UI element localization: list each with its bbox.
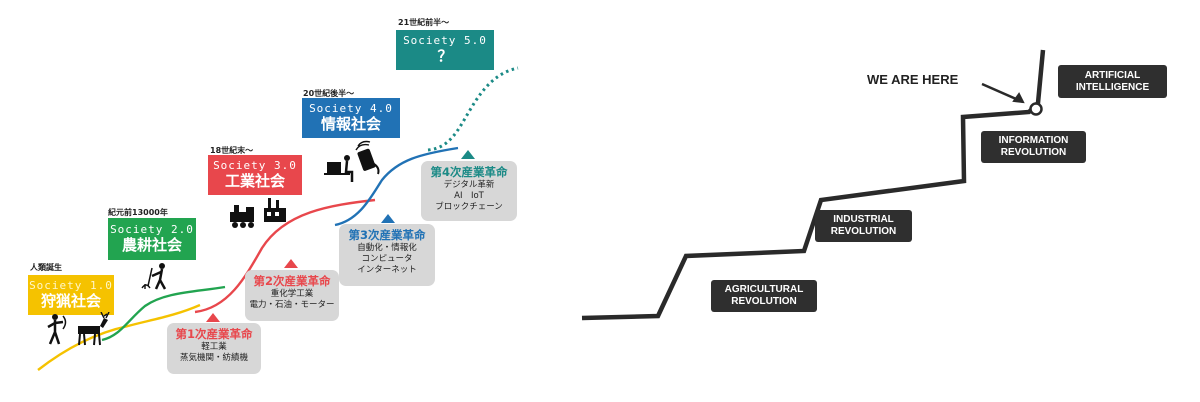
industrial-revolution-box: INDUSTRIAL REVOLUTION [815,210,912,242]
curve-society-4 [334,146,459,227]
agricultural-line-1: AGRICULTURAL [724,284,804,295]
revolution-3-line-3: インターネット [357,265,417,275]
ai-line-2: INTELLIGENCE [1075,81,1150,93]
revolution-4-box: 第4次産業革命 デジタル革新 AI IoT ブロックチェーン [421,161,517,221]
agricultural-revolution-box: AGRICULTURAL REVOLUTION [711,280,817,312]
information-revolution-box: INFORMATION REVOLUTION [981,131,1086,163]
society-5-box: Society 5.0 ？ [396,30,494,70]
era-label-society-5: 21世紀前半～ [398,18,450,27]
revolution-3-line-2: コンピュータ [361,254,413,264]
hunter-deer-icon [47,312,110,346]
society-1-name: Society 1.0 [29,279,113,292]
revolution-1-line-2: 蒸気機関・紡績機 [179,353,248,363]
revolution-3-box: 第3次産業革命 自動化・情報化 コンピュータ インターネット [339,224,435,286]
revolution-2-line-1: 重化学工業 [270,289,314,299]
society-3-name: Society 3.0 [213,159,297,172]
revolution-2-box: 第2次産業革命 重化学工業 電力・石油・モーター [245,270,339,321]
revolution-2-line-2: 電力・石油・モーター [249,300,335,310]
ai-line-1: ARTIFICIAL [1084,69,1141,81]
society-4-name: Society 4.0 [309,102,393,115]
revolution-4-title: 第4次産業革命 [430,165,508,179]
revolution-3-marker [381,214,395,223]
staircase-line [581,49,1046,321]
revolution-1-title: 第1次産業革命 [175,327,253,341]
revolution-4-line-3: ブロックチェーン [435,202,503,212]
society-1-label: 狩猟社会 [40,292,101,310]
era-label-society-1: 人類誕生 [30,263,62,272]
era-label-society-2: 紀元前13000年 [108,208,168,217]
revolution-4-marker [461,150,475,159]
revolution-1-box: 第1次産業革命 軽工業 蒸気機関・紡績機 [167,323,261,374]
agricultural-line-2: REVOLUTION [731,296,797,307]
factory-train-icon [230,198,286,228]
industrial-line-1: INDUSTRIAL [833,214,894,225]
era-label-society-4: 20世紀後半～ [303,89,355,98]
society-5-name: Society 5.0 [403,34,487,47]
revolution-4-line-2: AI IoT [454,191,484,201]
society-2-box: Society 2.0 農耕社会 [108,218,196,260]
revolution-4-line-1: デジタル革新 [443,180,495,190]
society-2-name: Society 2.0 [110,223,194,236]
revolution-2-title: 第2次産業革命 [253,274,331,288]
society-4-label: 情報社会 [320,115,381,133]
we-are-here-label: WE ARE HERE [867,72,959,87]
revolution-3-title: 第3次産業革命 [348,228,426,242]
artificial-intelligence-box: ARTIFICIAL INTELLIGENCE [1058,65,1167,98]
farmer-icon [141,263,167,290]
society-4-box: Society 4.0 情報社会 [302,98,400,138]
growth-curves [37,66,519,371]
curve-society-3 [194,198,376,314]
society-5-label: ？ [437,47,453,65]
revolution-2-marker [284,259,298,268]
revolution-1-line-1: 軽工業 [201,342,227,352]
revolution-3-line-1: 自動化・情報化 [357,243,417,253]
information-line-2: REVOLUTION [1000,147,1067,158]
information-line-1: INFORMATION [998,135,1069,146]
society-2-label: 農耕社会 [121,236,182,254]
era-label-society-3: 18世紀末～ [210,146,254,155]
curve-society-1 [37,303,201,371]
society-3-box: Society 3.0 工業社会 [208,155,302,195]
revolution-1-marker [206,313,220,322]
curve-society-2 [101,285,226,342]
computer-user-icon [324,140,380,182]
society-3-label: 工業社会 [224,172,285,190]
curve-society-5 [427,66,519,152]
society-1-box: Society 1.0 狩猟社会 [28,275,114,315]
current-position-marker [1029,102,1043,116]
industrial-line-2: REVOLUTION [830,226,897,237]
